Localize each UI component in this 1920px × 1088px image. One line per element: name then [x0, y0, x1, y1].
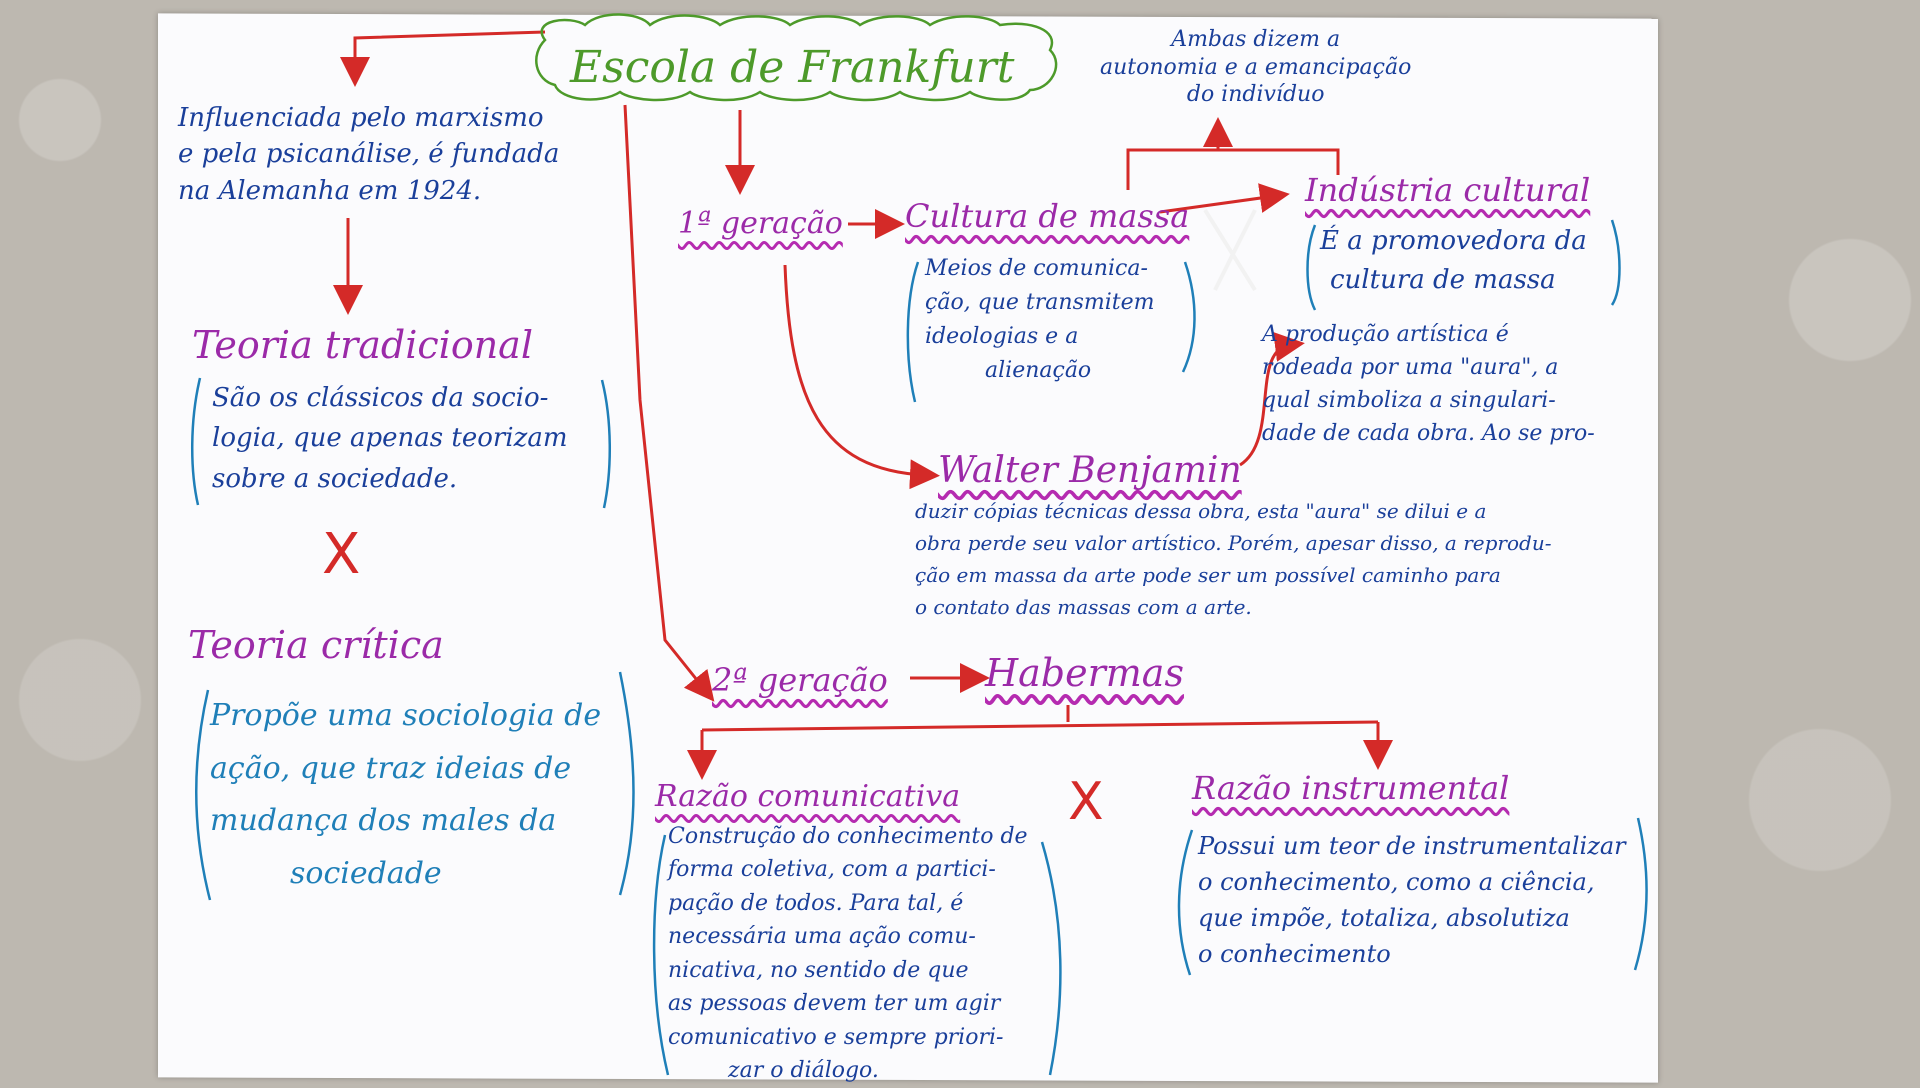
text-line: que impõe, totaliza, absolutiza	[1198, 904, 1570, 932]
text-line: Construção do conhecimento de	[668, 824, 1028, 849]
intro-line: e pela psicanálise, é fundada	[178, 139, 560, 170]
top-note-line: do indivíduo	[1186, 82, 1325, 107]
text-line: nicativa, no sentido de que	[668, 957, 969, 983]
diagram-title: Escola de Frankfurt	[570, 42, 1015, 93]
top-note-line: autonomia e a emancipação	[1100, 54, 1412, 80]
gen1-label: 1ª geração	[678, 206, 843, 241]
mass-culture-text: Meios de comunica- ção, que transmitem i…	[925, 252, 1155, 388]
text-line: zar o diálogo.	[728, 1058, 879, 1084]
critical-theory-heading: Teoria crítica	[188, 623, 444, 667]
mass-culture-heading: Cultura de massa	[905, 197, 1190, 235]
traditional-theory-heading: Teoria tradicional	[192, 323, 533, 367]
text-line: ação, que traz ideias de	[210, 750, 572, 786]
text-line: Possui um teor de instrumentalizar	[1198, 832, 1626, 860]
intro-text: Influenciada pelo marxismo e pela psican…	[178, 100, 559, 209]
text-line: rodeada por uma "aura", a	[1262, 355, 1559, 380]
text-line: sobre a sociedade.	[212, 463, 458, 494]
text-line: Propõe uma sociologia de	[210, 698, 602, 733]
text-line: obra perde seu valor artístico. Porém, a…	[915, 531, 1552, 555]
text-line: Meios de comunica-	[925, 256, 1148, 281]
text-line: alienação	[985, 358, 1092, 384]
cultural-industry-text: É a promovedora da cultura de massa	[1320, 222, 1587, 300]
instrumental-reason-text: Possui um teor de instrumentalizar o con…	[1198, 828, 1626, 972]
text-line: logia, que apenas teorizam	[212, 423, 568, 454]
top-note: Ambas dizem a autonomia e a emancipação …	[1100, 26, 1411, 109]
text-line: o conhecimento	[1198, 940, 1391, 968]
cultural-industry-heading: Indústria cultural	[1305, 171, 1591, 209]
instrumental-reason-heading: Razão instrumental	[1192, 769, 1510, 807]
text-line: É a promovedora da	[1320, 226, 1587, 256]
text-line: dade de cada obra. Ao se pro-	[1262, 421, 1595, 446]
habermas-heading: Habermas	[985, 651, 1184, 695]
text-line: duzir cópias técnicas dessa obra, esta "…	[915, 499, 1487, 523]
reasons-versus-mark: X	[1068, 772, 1104, 832]
benjamin-text-right: A produção artística é rodeada por uma "…	[1262, 318, 1595, 450]
traditional-theory-text: São os clássicos da socio- logia, que ap…	[212, 378, 567, 499]
text-line: o conhecimento, como a ciência,	[1198, 868, 1595, 896]
gen2-label: 2ª geração	[712, 661, 888, 699]
text-line: ideologias e a	[925, 324, 1079, 350]
text-line: forma coletiva, com a partici-	[668, 857, 996, 883]
text-line: comunicativo e sempre priori-	[668, 1024, 1004, 1050]
text-line: as pessoas devem ter um agir	[668, 991, 1001, 1017]
text-line: mudança dos males da	[210, 803, 557, 838]
communicative-reason-text: Construção do conhecimento de forma cole…	[668, 820, 1028, 1088]
text-line: qual simboliza a singulari-	[1262, 388, 1556, 413]
walter-benjamin-heading: Walter Benjamin	[938, 450, 1242, 491]
text-line: ção, que transmitem	[925, 290, 1155, 316]
top-note-line: Ambas dizem a	[1171, 27, 1341, 52]
text-line: necessária uma ação comu-	[668, 924, 976, 950]
text-line: sociedade	[290, 855, 442, 891]
text-line: pação de todos. Para tal, é	[668, 890, 964, 916]
intro-line: Influenciada pelo marxismo	[178, 103, 544, 133]
text-line: A produção artística é	[1262, 322, 1509, 347]
text-line: São os clássicos da socio-	[212, 383, 549, 413]
benjamin-text-bottom: duzir cópias técnicas dessa obra, esta "…	[915, 495, 1551, 623]
theories-versus-mark: X	[322, 522, 361, 587]
text-line: o contato das massas com a arte.	[915, 595, 1252, 619]
critical-theory-text: Propõe uma sociologia de ação, que traz …	[210, 690, 601, 900]
text-line: ção em massa da arte pode ser um possíve…	[915, 563, 1501, 587]
text-line: cultura de massa	[1330, 265, 1556, 295]
intro-line: na Alemanha em 1924.	[178, 175, 482, 206]
communicative-reason-heading: Razão comunicativa	[655, 779, 961, 814]
